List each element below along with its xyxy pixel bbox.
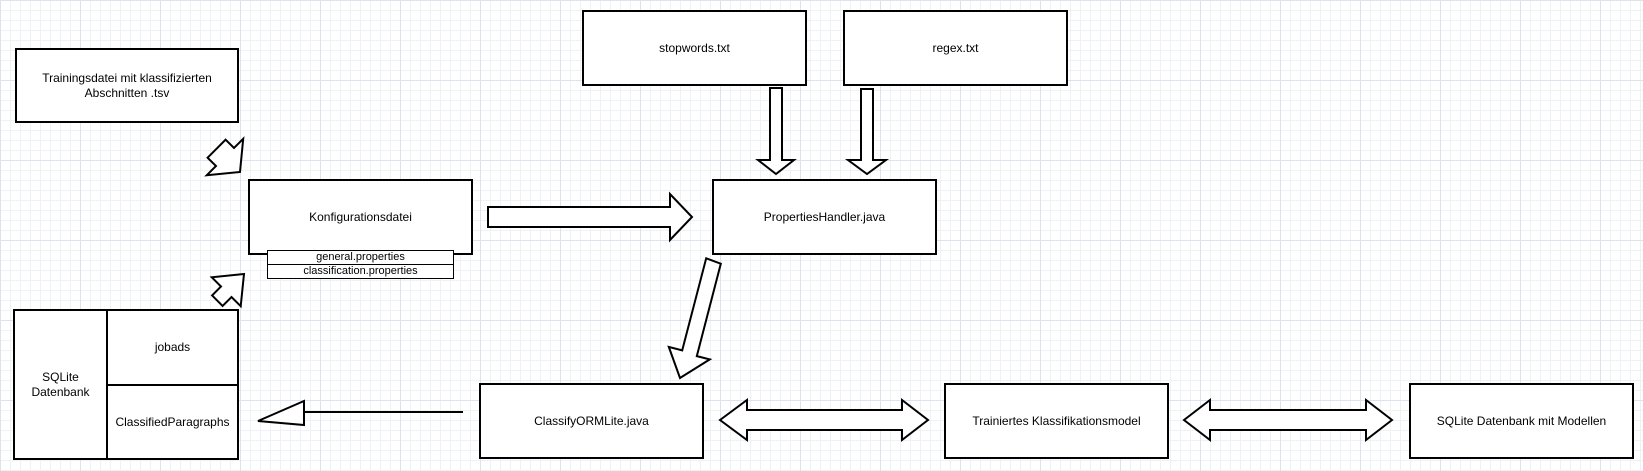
arrow-sqlite-to-config bbox=[209, 272, 246, 309]
classification-properties-tag: classification.properties bbox=[267, 264, 454, 279]
training-file-node: Trainingsdatei mit klassifizierten Absch… bbox=[15, 48, 239, 123]
regex-node: regex.txt bbox=[843, 10, 1068, 86]
classified-paragraphs-table-node: ClassifiedParagraphs bbox=[106, 384, 239, 460]
classify-ormlite-node: ClassifyORMLite.java bbox=[479, 383, 704, 459]
jobads-label: jobads bbox=[154, 340, 191, 354]
properties-handler-label: PropertiesHandler.java bbox=[763, 209, 886, 224]
config-file-label: Konfigurationsdatei bbox=[309, 209, 412, 224]
training-file-label: Trainingsdatei mit klassifizierten Absch… bbox=[42, 70, 212, 100]
stopwords-label: stopwords.txt bbox=[659, 40, 730, 55]
sqlite-models-node: SQLite Datenbank mit Modellen bbox=[1409, 383, 1634, 459]
general-properties-label: general.properties bbox=[316, 251, 405, 263]
properties-handler-node: PropertiesHandler.java bbox=[712, 179, 937, 255]
arrow-trained-models-bidirectional bbox=[1182, 397, 1394, 443]
arrow-classify-trained-bidirectional bbox=[718, 397, 930, 443]
stopwords-node: stopwords.txt bbox=[582, 10, 807, 86]
regex-label: regex.txt bbox=[932, 40, 979, 55]
trained-model-label: Trainiertes Klassifikationsmodel bbox=[972, 413, 1141, 428]
sqlite-db-label: SQLite Datenbank bbox=[31, 369, 90, 399]
arrow-regex-to-handler bbox=[844, 88, 890, 176]
jobads-table-node: jobads bbox=[106, 309, 239, 386]
arrow-stopwords-to-handler bbox=[755, 87, 797, 176]
sqlite-db-node: SQLite Datenbank bbox=[13, 309, 108, 460]
classification-properties-label: classification.properties bbox=[303, 265, 418, 277]
arrow-training-to-config bbox=[204, 136, 245, 177]
general-properties-tag: general.properties bbox=[267, 250, 454, 265]
classified-paragraphs-label: ClassifiedParagraphs bbox=[115, 414, 230, 429]
arrow-handler-to-classify bbox=[667, 256, 722, 380]
trained-model-node: Trainiertes Klassifikationsmodel bbox=[944, 383, 1169, 459]
classify-ormlite-label: ClassifyORMLite.java bbox=[534, 413, 649, 428]
arrow-config-to-handler bbox=[487, 191, 694, 243]
config-file-node: Konfigurationsdatei bbox=[248, 179, 473, 255]
sqlite-models-label: SQLite Datenbank mit Modellen bbox=[1436, 413, 1607, 428]
arrow-classify-to-sqlite bbox=[257, 399, 463, 427]
